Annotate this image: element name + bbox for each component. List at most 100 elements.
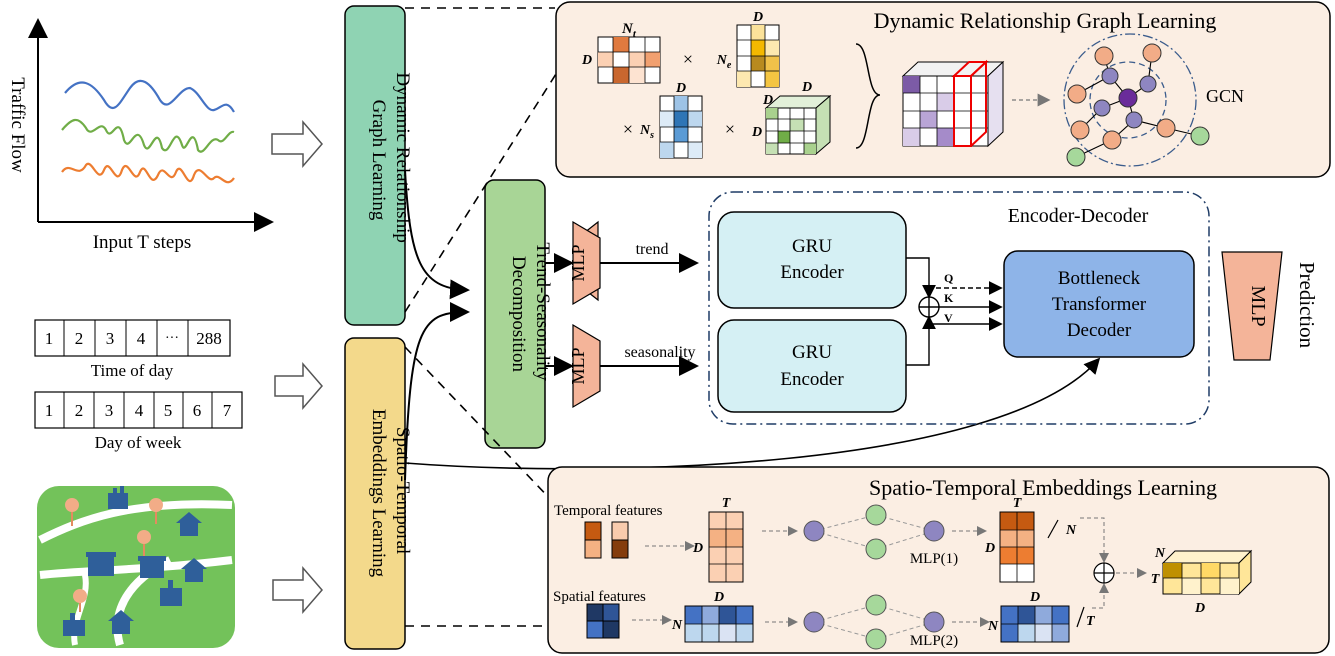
temporal-feature-blocks — [584, 521, 629, 559]
svg-text:···: ··· — [165, 331, 179, 346]
svg-text:4: 4 — [137, 329, 146, 348]
time-of-day-label: Time of day — [91, 361, 174, 380]
building-icon — [63, 486, 207, 636]
nt-matrix: Nt D — [581, 21, 661, 84]
svg-text:N: N — [987, 619, 999, 634]
svg-text:MLP: MLP — [1247, 285, 1269, 326]
ns-matrix: D Ns — [639, 81, 703, 159]
spatial-output-matrix: D N — [987, 590, 1070, 643]
svg-text:T: T — [1151, 572, 1161, 587]
location-pin-icon — [65, 498, 163, 612]
svg-text:1: 1 — [45, 329, 54, 348]
brace — [855, 43, 881, 149]
bottleneck-transformer-decoder — [1003, 250, 1195, 358]
st-embedding-panel: Spatio-Temporal Embeddings Learning Temp… — [547, 466, 1330, 654]
gru-encoder-trend — [717, 211, 907, 309]
prediction-label: Prediction — [1295, 262, 1319, 349]
day-of-week-strip: 1 2 3 4 5 6 7 Day of week — [34, 391, 243, 452]
svg-text:288: 288 — [196, 329, 222, 348]
svg-text:D: D — [752, 10, 763, 25]
traffic-ylabel: Traffic Flow — [7, 77, 28, 173]
svg-text:6: 6 — [193, 401, 202, 420]
time-of-day-strip: 1 2 3 4 ··· 288 Time of day — [34, 319, 231, 380]
mlp-seasonality: MLP — [568, 323, 601, 409]
svg-text:×: × — [683, 49, 693, 69]
svg-text:Spatio-Temporal Embeddin: Spatio-Temporal Embeddings Learning — [368, 409, 413, 578]
traffic-line-orange — [61, 162, 235, 184]
svg-text:7: 7 — [223, 401, 232, 420]
svg-text:Q: Q — [944, 271, 953, 285]
temporal-output-matrix: T D — [984, 496, 1035, 583]
svg-text:MLP(2): MLP(2) — [910, 633, 958, 649]
trend-seasonality-module: Trend-Seasonality Decomposition — [484, 179, 553, 449]
svg-text:V: V — [944, 311, 953, 325]
svg-text:D: D — [692, 541, 703, 556]
svg-text:D: D — [984, 541, 995, 556]
spatial-feature-blocks — [586, 603, 620, 639]
svg-text:3: 3 — [106, 329, 115, 348]
svg-text:N: N — [671, 618, 683, 633]
seasonality-label: seasonality — [624, 344, 695, 361]
svg-text:Temporal features: Temporal features — [554, 503, 663, 519]
traffic-line-green — [61, 118, 235, 153]
st-panel-title: Spatio-Temporal Embeddings Learning — [869, 475, 1217, 500]
svg-text:D: D — [713, 590, 724, 605]
mlp-output: MLP — [1221, 251, 1283, 361]
temporal-embedding-matrix: T D — [692, 496, 744, 583]
svg-text:D: D — [675, 81, 686, 96]
traffic-flow-plot: Traffic Flow Input T steps — [7, 18, 274, 253]
trend-label: trend — [636, 241, 669, 258]
st-embedding-module: Spatio-Temporal Embeddings Learning — [344, 337, 413, 650]
svg-text:MLP(1): MLP(1) — [910, 551, 958, 567]
svg-text:3: 3 — [105, 401, 114, 420]
mlp2-network: MLP(2) — [803, 594, 958, 650]
ne-matrix: D Ne — [716, 10, 780, 88]
svg-text:N: N — [1154, 546, 1166, 561]
svg-text:D: D — [801, 80, 812, 95]
green-tensor-cube: D D D — [751, 80, 832, 156]
svg-text:T: T — [1013, 496, 1023, 511]
traffic-line-blue — [64, 79, 235, 113]
svg-text:T: T — [1086, 614, 1096, 629]
gcn-graph: GCN — [1063, 33, 1244, 167]
city-map-illustration — [37, 486, 235, 648]
gcn-label: GCN — [1206, 86, 1244, 106]
day-of-week-label: Day of week — [95, 433, 182, 452]
svg-text:1: 1 — [45, 401, 54, 420]
svg-text:Ns: Ns — [639, 123, 654, 141]
svg-text:Trend-Seasonality Decomp: Trend-Seasonality Decomposition — [508, 242, 553, 385]
svg-text:D: D — [751, 125, 762, 140]
svg-text:N: N — [1065, 523, 1077, 538]
svg-text:T: T — [722, 496, 732, 511]
svg-text:MLP: MLP — [568, 347, 588, 384]
encoder-decoder-title: Encoder-Decoder — [1008, 205, 1149, 227]
dynamic-panel-title: Dynamic Relationship Graph Learning — [874, 8, 1217, 33]
st-output-cube: N T D — [1151, 546, 1253, 616]
svg-text:Nt: Nt — [621, 21, 637, 40]
svg-text:D: D — [1029, 590, 1040, 605]
dynamic-graph-module: Dynamic Relationship Graph Learning — [344, 5, 413, 326]
svg-text:D: D — [1194, 601, 1205, 616]
purple-tensor-cube — [901, 59, 1005, 148]
svg-text:K: K — [944, 291, 954, 305]
svg-text:×: × — [725, 119, 735, 139]
mlp-trend: MLP — [568, 220, 601, 306]
spatial-embedding-matrix: D N — [671, 590, 754, 643]
traffic-xlabel: Input T steps — [93, 232, 192, 253]
svg-text:D: D — [762, 93, 773, 108]
svg-text:2: 2 — [75, 329, 84, 348]
gru-encoder-seasonality — [717, 319, 907, 413]
svg-text:2: 2 — [75, 401, 84, 420]
dynamic-graph-panel: Dynamic Relationship Graph Learning Nt D… — [555, 1, 1331, 178]
svg-text:4: 4 — [135, 401, 144, 420]
svg-text:MLP: MLP — [568, 244, 588, 281]
svg-text:×: × — [623, 119, 633, 139]
svg-text:5: 5 — [164, 401, 173, 420]
hollow-arrow-icon — [271, 119, 323, 615]
svg-text:Spatial features: Spatial features — [553, 589, 646, 605]
